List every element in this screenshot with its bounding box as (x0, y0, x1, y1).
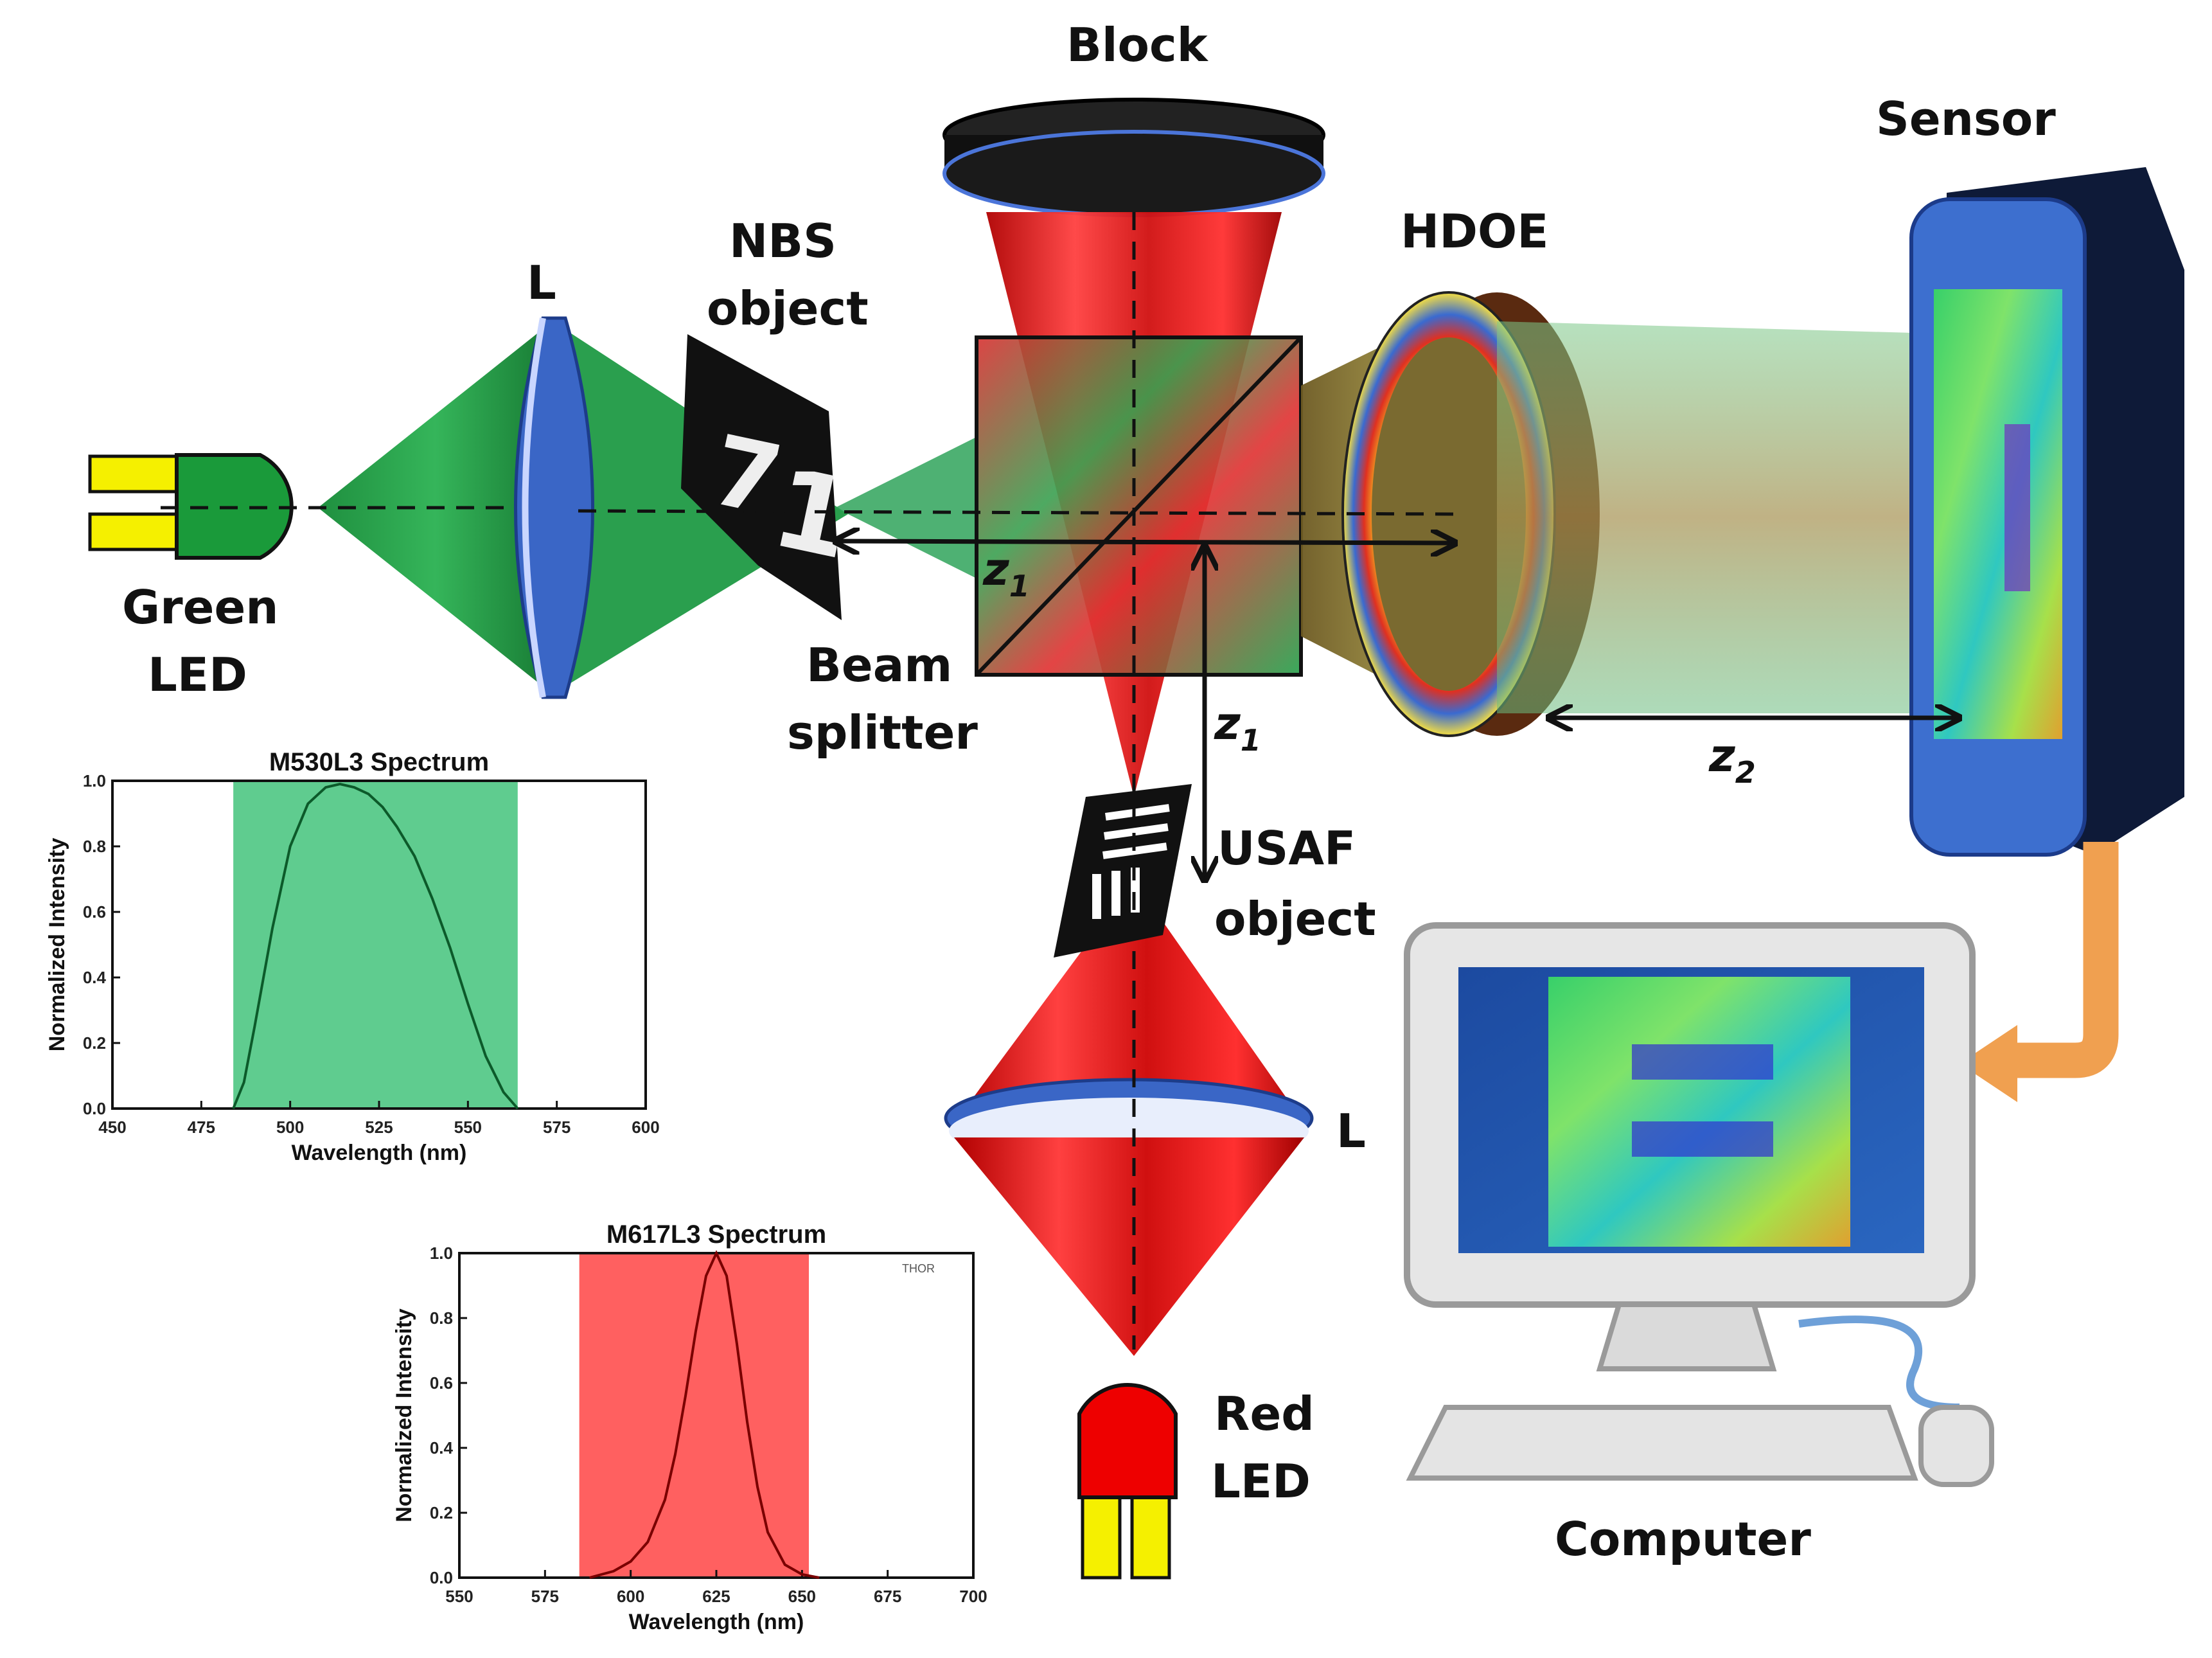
red-led-label-line2: LED (1211, 1454, 1311, 1508)
block-disc-face (942, 130, 1325, 217)
z1-horizontal-label: z1 (982, 543, 1030, 603)
red-led-label-line1: Red (1214, 1387, 1314, 1441)
green-y-tick-label: 0.0 (83, 1099, 106, 1118)
red-x-tick-label: 625 (702, 1587, 730, 1606)
red-x-tick-label: 550 (445, 1587, 473, 1606)
green-led-leg-bottom (88, 512, 188, 551)
green-led-label-line2: LED (148, 648, 247, 702)
computer (1404, 922, 1994, 1487)
green-x-tick-label: 450 (98, 1118, 126, 1137)
red-y-tick-label: 1.0 (430, 1244, 453, 1263)
red-x-tick-label: 700 (959, 1587, 987, 1606)
green-y-tick-label: 0.8 (83, 837, 106, 856)
z1-arrow-horizontal (835, 541, 1455, 543)
red-cone-bottom-upper (951, 880, 1307, 1128)
red-y-tick-label: 0.4 (430, 1438, 454, 1457)
monitor-image (1548, 977, 1850, 1247)
red-x-tick-label: 675 (874, 1587, 901, 1606)
block-label: Block (1066, 18, 1209, 72)
red-led (1077, 1383, 1178, 1580)
z2-label: z2 (1708, 729, 1756, 790)
beam-splitter (975, 335, 1303, 677)
green-led-label-line1: Green (122, 580, 279, 634)
red-cone-bottom-lower (954, 1137, 1304, 1356)
usaf-label-line1: USAF (1217, 821, 1356, 875)
mouse-cable (1798, 1315, 1960, 1411)
red-y-tick-label: 0.2 (430, 1503, 453, 1522)
red-x-tick-label: 650 (788, 1587, 816, 1606)
beam-to-sensor (1497, 321, 1960, 713)
red-y-tick-label: 0.0 (430, 1568, 453, 1587)
red-highlight-band (579, 1253, 809, 1578)
red-spectrum-line (589, 1250, 820, 1579)
z1-vertical-label: z1 (1214, 697, 1261, 758)
red-led-body (1077, 1383, 1178, 1499)
nbs-label-line2: object (707, 281, 869, 335)
lens-green-path (514, 316, 594, 699)
red-led-leg-right (1130, 1492, 1171, 1580)
green-spectrum-line (232, 783, 519, 1110)
red-led-leg-left (1081, 1492, 1122, 1580)
data-transfer-arrow (2011, 842, 2119, 1078)
red-x-tick-label: 600 (617, 1587, 644, 1606)
usaf-object (1054, 784, 1192, 958)
green-x-tick-label: 550 (454, 1118, 482, 1137)
green-x-tick-label: 525 (365, 1118, 393, 1137)
lens-label-bottom: L (1336, 1104, 1366, 1158)
green-y-axis-label: Normalized Intensity (45, 838, 69, 1052)
red-y-tick-label: 0.6 (430, 1373, 453, 1393)
thor-watermark: THOR (902, 1262, 935, 1275)
sensor-label: Sensor (1876, 92, 2056, 146)
red-y-tick-label: 0.8 (430, 1308, 453, 1328)
mouse (1918, 1405, 1994, 1487)
red-y-axis-label: Normalized Intensity (392, 1308, 416, 1522)
hdoe-label: HDOE (1401, 204, 1548, 258)
green-y-tick-label: 0.2 (83, 1033, 106, 1053)
green-led-leg-top (88, 454, 188, 494)
green-chart-title: M530L3 Spectrum (269, 748, 489, 776)
green-y-tick-label: 0.4 (83, 968, 107, 987)
usaf-label-line2: object (1214, 892, 1376, 946)
red-spectrum-chart: 550 575 600 625 650 675 700 0.0 0.2 0.4 0.6 0.8 1.0 M… (392, 1220, 987, 1634)
green-x-tick-label: 575 (543, 1118, 571, 1137)
lens-label-top: L (527, 256, 556, 310)
green-highlight-band (233, 781, 518, 1109)
monitor-stand (1596, 1302, 1777, 1371)
green-x-tick-label: 500 (276, 1118, 304, 1137)
red-x-axis-label: Wavelength (nm) (629, 1610, 804, 1634)
nbs-label-line1: NBS (729, 214, 836, 268)
green-x-tick-label: 475 (188, 1118, 215, 1137)
beam-splitter-label-line1: Beam (806, 638, 952, 692)
green-x-tick-label: 600 (632, 1118, 659, 1137)
green-y-tick-label: 0.6 (83, 902, 106, 922)
keyboard (1406, 1405, 1918, 1481)
green-x-axis-label: Wavelength (nm) (292, 1141, 467, 1165)
sensor (1909, 167, 2184, 857)
green-y-tick-label: 1.0 (83, 771, 106, 790)
red-x-tick-label: 575 (531, 1587, 559, 1606)
green-spectrum-chart: 450 475 500 525 550 575 600 0.0 0.2 0.4 0.6 0.8 1.0 M… (45, 748, 660, 1165)
beam-splitter-label-line2: splitter (787, 706, 978, 760)
data-transfer-arrowhead (1960, 1025, 2017, 1102)
computer-label: Computer (1555, 1512, 1811, 1566)
red-chart-title: M617L3 Spectrum (606, 1220, 826, 1249)
